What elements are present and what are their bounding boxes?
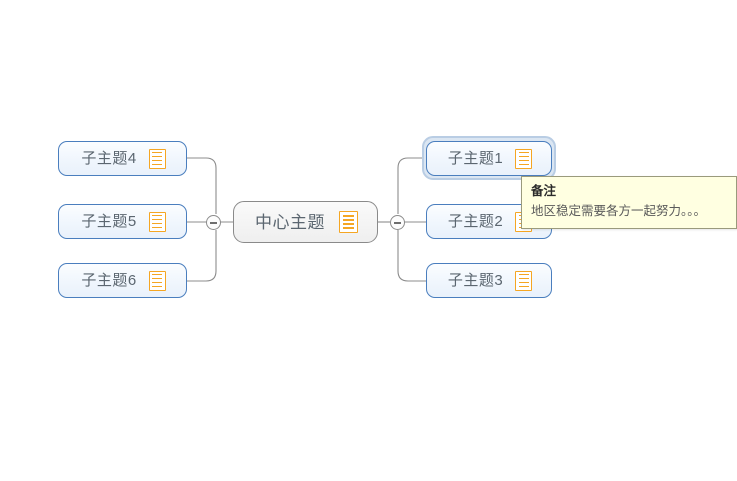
note-icon[interactable] <box>515 148 533 169</box>
topic-label: 子主题6 <box>81 272 137 289</box>
note-icon[interactable] <box>339 211 358 233</box>
central-topic-node[interactable]: 中心主题 <box>233 201 378 243</box>
note-icon[interactable] <box>515 270 533 291</box>
collapse-toggle-right[interactable] <box>390 215 405 230</box>
minus-icon <box>210 221 217 224</box>
topic-node-zhuti5[interactable]: 子主题5 <box>58 204 187 239</box>
topic-label: 子主题3 <box>447 272 504 289</box>
note-icon[interactable] <box>148 148 166 169</box>
central-topic-label: 中心主题 <box>255 212 325 232</box>
topic-label: 子主题2 <box>447 213 504 230</box>
tooltip-title: 备注 <box>531 184 557 198</box>
note-tooltip: 备注 地区稳定需要各方一起努力。。。 <box>521 176 737 229</box>
topic-label: 子主题4 <box>81 150 137 167</box>
topic-label: 子主题5 <box>81 213 137 230</box>
tooltip-body: 地区稳定需要各方一起努力。。。 <box>531 203 707 218</box>
topic-node-zhuti4[interactable]: 子主题4 <box>58 141 187 176</box>
topic-node-zhuti3[interactable]: 子主题3 <box>426 263 552 298</box>
minus-icon <box>394 221 401 224</box>
topic-label: 子主题1 <box>447 150 504 167</box>
collapse-toggle-left[interactable] <box>206 215 221 230</box>
note-icon[interactable] <box>148 270 166 291</box>
topic-node-zhuti6[interactable]: 子主题6 <box>58 263 187 298</box>
note-icon[interactable] <box>148 211 166 232</box>
topic-node-zhuti1[interactable]: 子主题1 <box>426 141 552 176</box>
